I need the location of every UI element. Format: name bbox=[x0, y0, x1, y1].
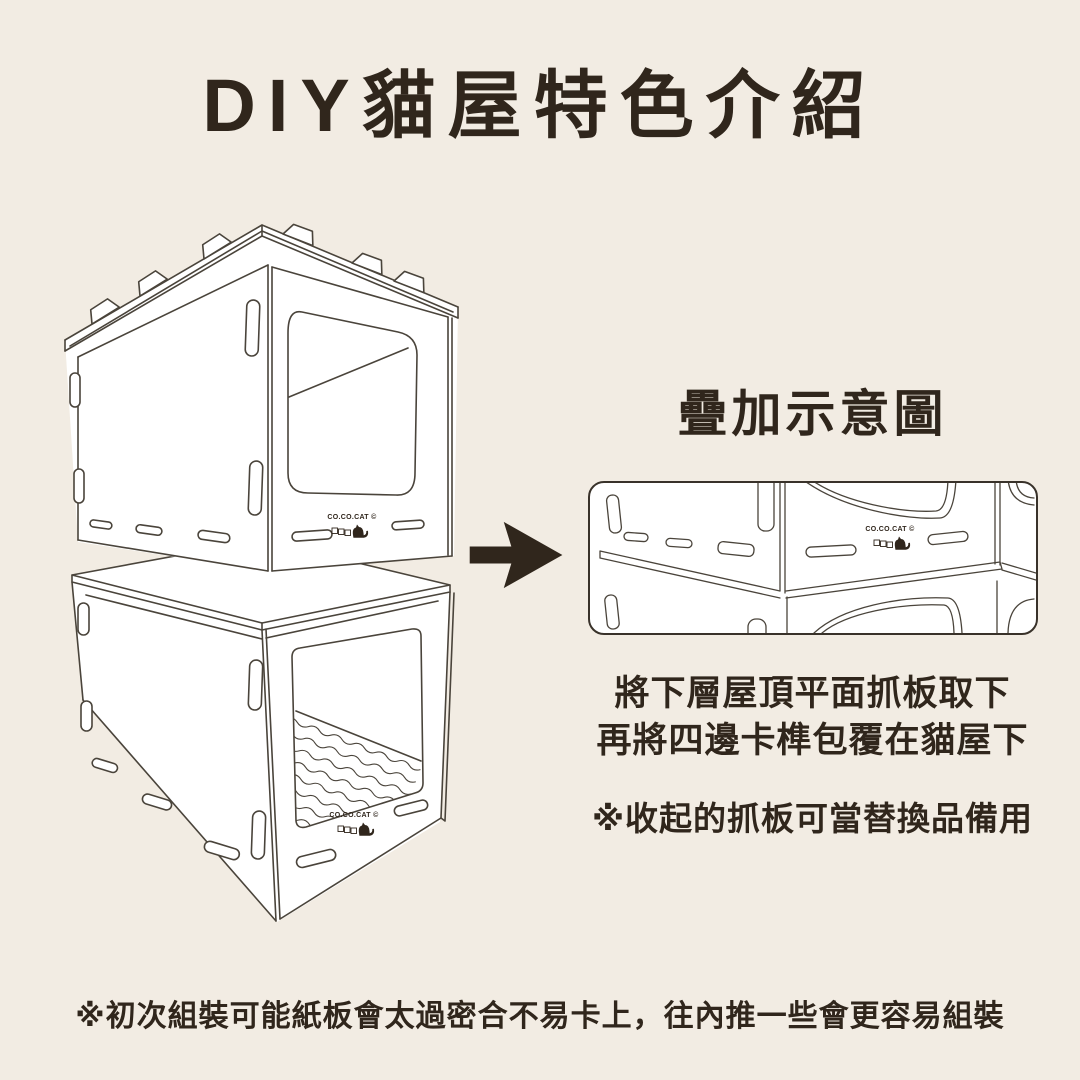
assembly-footnote: ※初次組裝可能紙板會太過密合不易卡上，往內推一些會更容易組裝 bbox=[75, 1000, 1005, 1033]
instruction-line-2: 再將四邊卡榫包覆在貓屋下 bbox=[596, 721, 1029, 760]
replacement-note: ※收起的抓板可當替換品備用 bbox=[591, 800, 1034, 837]
upper-window-opening bbox=[287, 310, 418, 496]
brand-logo: CO.CO.CAT © bbox=[865, 525, 915, 551]
stacked-cat-houses-illustration: CO.CO.CAT © bbox=[64, 220, 459, 922]
brand-logo: CO.CO.CAT © bbox=[327, 513, 377, 539]
stacking-closeup-illustration: CO.CO.CAT © bbox=[599, 483, 1036, 633]
brand-logo: CO.CO.CAT © bbox=[329, 811, 379, 837]
page-title: DIY貓屋特色介紹 bbox=[202, 64, 878, 147]
stacking-instructions: 將下層屋頂平面抓板取下 再將四邊卡榫包覆在貓屋下 bbox=[555, 670, 1070, 764]
upper-cat-house: CO.CO.CAT © bbox=[64, 220, 459, 572]
lower-window-opening bbox=[291, 628, 424, 829]
brand-label: CO.CO.CAT © bbox=[865, 525, 915, 533]
stacking-detail-view: CO.CO.CAT © bbox=[588, 481, 1038, 635]
arrow-right-icon bbox=[469, 521, 563, 589]
stacking-diagram-heading: 疊加示意圖 bbox=[677, 386, 948, 442]
lower-cat-house: CO.CO.CAT © bbox=[71, 539, 455, 922]
brand-label: CO.CO.CAT © bbox=[327, 513, 377, 521]
brand-label: CO.CO.CAT © bbox=[329, 811, 379, 819]
instruction-line-1: 將下層屋頂平面抓板取下 bbox=[614, 674, 1011, 713]
